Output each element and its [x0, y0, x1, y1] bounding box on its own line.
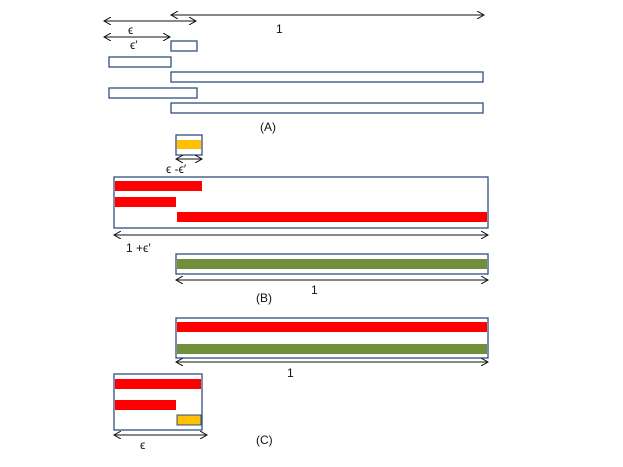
one-label-b: 1	[311, 283, 318, 297]
interval-a4	[108, 87, 198, 99]
red-bar-c1	[115, 379, 201, 389]
panel-b-label: (B)	[256, 291, 272, 305]
epsilon-label: ϵ	[128, 23, 133, 37]
epsilon-label-c: ϵ	[140, 438, 145, 452]
small-yellow-bar	[177, 140, 201, 149]
green-bar-b	[177, 259, 487, 269]
panel-a: ϵ 1 ϵ′ (A)	[104, 15, 484, 134]
interval-a5	[170, 102, 484, 114]
panel-b: ϵ -ϵ′ 1 +ϵ′ 1 (B)	[114, 134, 488, 305]
red-bar-c-top	[177, 322, 487, 332]
one-label-c: 1	[287, 366, 294, 380]
green-bar-c	[177, 344, 487, 354]
epsilon-prime-label: ϵ′	[130, 38, 138, 52]
red-bar-c2	[115, 400, 176, 410]
panel-c-label: (C)	[256, 433, 273, 447]
one-label: 1	[276, 22, 283, 36]
interval-a2	[108, 56, 172, 68]
interval-a1	[170, 40, 198, 52]
red-bar-b2	[115, 197, 176, 207]
panel-a-label: (A)	[260, 120, 276, 134]
panel-c: 1 ϵ (C)	[114, 317, 488, 452]
interval-a3	[170, 71, 484, 83]
yellow-bar-c	[176, 414, 202, 426]
epsilon-diff-label: ϵ -ϵ′	[166, 162, 187, 176]
red-bar-b1	[115, 181, 202, 191]
red-bar-b3	[177, 212, 487, 222]
width-label: 1 +ϵ′	[126, 241, 151, 255]
